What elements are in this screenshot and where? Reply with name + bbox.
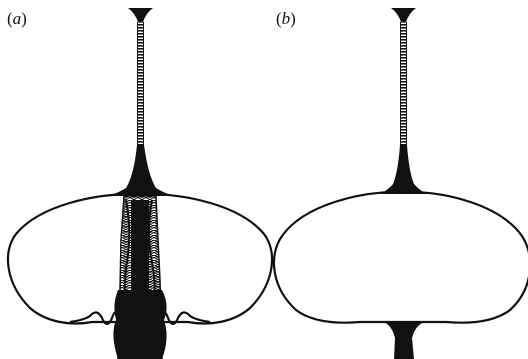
panel-b-diagram (274, 8, 528, 359)
panel-a-stem (137, 22, 144, 150)
panel-a-diagram (8, 8, 272, 359)
panel-b-dome (274, 192, 528, 323)
panel-b-stem-cap (391, 8, 416, 22)
panel-a-bottom-blob (113, 290, 166, 359)
panel-b-stem-flare (380, 145, 427, 194)
panel-a-stem-flare (108, 145, 174, 196)
panel-b-stem (400, 22, 407, 150)
panel-b-bottom-plume (384, 322, 424, 359)
panel-a-stem-cap (128, 8, 153, 22)
